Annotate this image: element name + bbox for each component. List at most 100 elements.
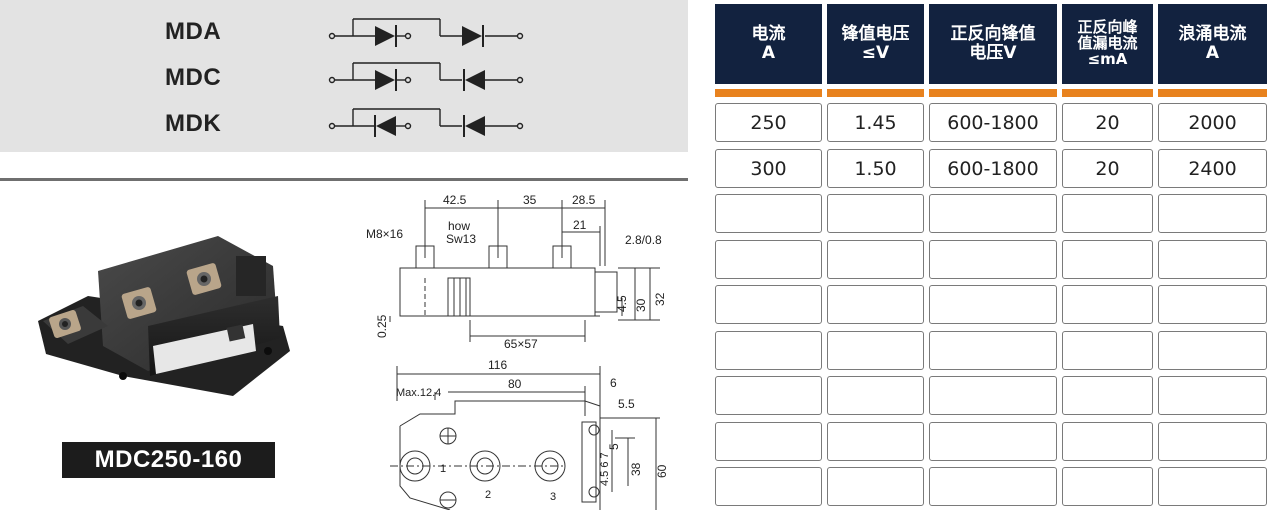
table-cell: 20 bbox=[1062, 103, 1153, 142]
dim-5-5: 5.5 bbox=[618, 397, 635, 411]
header-line: 正反向峰 bbox=[1077, 18, 1138, 37]
table-cell bbox=[827, 194, 924, 233]
header-accent-bar bbox=[929, 89, 1057, 97]
header-line: 值漏电流 bbox=[1077, 34, 1138, 53]
header-line: A bbox=[761, 43, 776, 63]
dim-80: 80 bbox=[508, 377, 522, 391]
table-cell bbox=[715, 331, 822, 370]
mdk-circuit-symbol bbox=[328, 108, 524, 137]
header-line: 浪涌电流 bbox=[1178, 24, 1247, 45]
module-photo bbox=[38, 236, 290, 396]
header-line: A bbox=[1205, 43, 1220, 63]
dim-5: 5 bbox=[607, 443, 621, 450]
table-cell bbox=[929, 467, 1057, 506]
header-accent-bar bbox=[1158, 89, 1267, 97]
dim-35: 35 bbox=[523, 193, 537, 207]
dim-30: 30 bbox=[634, 298, 648, 312]
table-cell: 250 bbox=[715, 103, 822, 142]
variant-label-mdk: MDK bbox=[165, 110, 222, 137]
dim-how: how bbox=[448, 219, 470, 233]
table-cell bbox=[715, 240, 822, 279]
table-cell bbox=[1158, 376, 1267, 415]
header-line: 正反向锋值 bbox=[950, 24, 1036, 45]
header-accent-bar bbox=[1062, 89, 1153, 97]
table-cell: 300 bbox=[715, 149, 822, 188]
header-accent-bar bbox=[827, 89, 924, 97]
table-cell: 20 bbox=[1062, 149, 1153, 188]
dim-2-8: 2.8/0.8 bbox=[625, 233, 662, 247]
table-cell bbox=[929, 422, 1057, 461]
dim-4-5-6-7: 4.5 6 7 bbox=[599, 452, 611, 486]
header-cell-2: 正反向锋值电压V bbox=[929, 4, 1057, 84]
dim-38: 38 bbox=[629, 462, 643, 476]
dim-42-5: 42.5 bbox=[443, 193, 467, 207]
dim-65x57: 65×57 bbox=[504, 337, 538, 351]
table-cell bbox=[1062, 376, 1153, 415]
header-line: 电流 bbox=[751, 24, 786, 45]
table-cell bbox=[1158, 331, 1267, 370]
table-cell bbox=[929, 285, 1057, 324]
mda-circuit-symbol bbox=[328, 18, 524, 47]
table-cell: 2400 bbox=[1158, 149, 1267, 188]
table-cell bbox=[827, 376, 924, 415]
table-cell bbox=[1158, 240, 1267, 279]
section-divider bbox=[0, 178, 688, 181]
terminal-1-label: 1 bbox=[440, 463, 446, 475]
dim-0-25: 0.25 bbox=[375, 314, 389, 338]
dim-max12-4: Max.12.4 bbox=[396, 387, 441, 399]
table-cell: 1.45 bbox=[827, 103, 924, 142]
mdc-circuit-symbol bbox=[328, 62, 524, 91]
table-cell bbox=[715, 285, 822, 324]
table-cell bbox=[1158, 194, 1267, 233]
dim-28-5: 28.5 bbox=[572, 193, 596, 207]
table-cell bbox=[1062, 240, 1153, 279]
table-cell bbox=[827, 422, 924, 461]
table-cell bbox=[715, 376, 822, 415]
table-cell bbox=[1062, 285, 1153, 324]
terminal-3-label: 3 bbox=[550, 491, 556, 503]
variant-label-mda: MDA bbox=[165, 18, 222, 45]
table-cell bbox=[929, 194, 1057, 233]
table-cell bbox=[1158, 467, 1267, 506]
header-line: ≤V bbox=[861, 43, 890, 63]
table-cell bbox=[715, 422, 822, 461]
table-cell bbox=[715, 194, 822, 233]
dim-6: 6 bbox=[610, 376, 617, 390]
header-accent-bar bbox=[715, 89, 822, 97]
header-line: 电压V bbox=[969, 43, 1017, 63]
model-badge: MDC250-160 bbox=[62, 442, 275, 478]
dim-sw13: Sw13 bbox=[446, 232, 476, 246]
table-cell bbox=[827, 467, 924, 506]
table-cell: 600-1800 bbox=[929, 149, 1057, 188]
header-line: ≤mA bbox=[1087, 49, 1128, 68]
dim-4-5: 4.5 bbox=[615, 295, 629, 312]
table-cell bbox=[827, 331, 924, 370]
table-cell bbox=[1062, 331, 1153, 370]
table-cell bbox=[827, 240, 924, 279]
table-cell bbox=[1158, 422, 1267, 461]
table-cell bbox=[929, 331, 1057, 370]
table-cell bbox=[1062, 422, 1153, 461]
dim-m8x16: M8×16 bbox=[366, 227, 403, 241]
table-cell: 600-1800 bbox=[929, 103, 1057, 142]
dim-21: 21 bbox=[573, 218, 587, 232]
terminal-2-label: 2 bbox=[485, 489, 491, 501]
dim-32: 32 bbox=[653, 292, 667, 306]
dim-60: 60 bbox=[655, 464, 669, 478]
circuit-panel: MDA MDC MDK bbox=[0, 0, 688, 152]
header-cell-3: 正反向峰值漏电流≤mA bbox=[1062, 4, 1153, 84]
header-line: 锋值电压 bbox=[841, 24, 910, 45]
table-cell bbox=[929, 376, 1057, 415]
table-cell bbox=[929, 240, 1057, 279]
variant-label-mdc: MDC bbox=[165, 64, 222, 91]
table-cell: 2000 bbox=[1158, 103, 1267, 142]
table-cell bbox=[1158, 285, 1267, 324]
table-cell: 1.50 bbox=[827, 149, 924, 188]
table-cell bbox=[827, 285, 924, 324]
header-cell-1: 锋值电压≤V bbox=[827, 4, 924, 84]
dimension-drawing: 42.5 35 28.5 21 M8×16 how Sw13 2.8/0.8 4… bbox=[366, 193, 669, 510]
table-cell bbox=[1062, 194, 1153, 233]
